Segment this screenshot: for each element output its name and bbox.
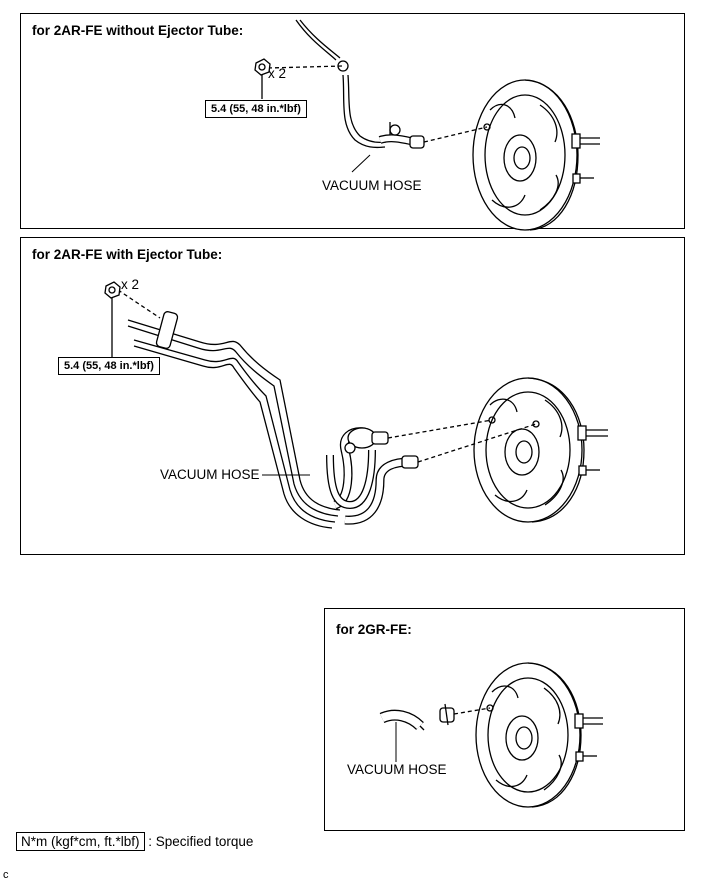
booster-assembly-2 [473,377,608,523]
booster-assembly-3 [475,662,603,808]
panel-title: for 2GR-FE: [336,622,412,637]
panel-2ar-fe-without-ejector: for 2AR-FE without Ejector Tube: x 2 5.4… [20,13,685,229]
booster-assembly-1 [472,79,600,231]
torque-legend: N*m (kgf*cm, ft.*lbf) : Specified torque [16,832,254,851]
vacuum-hose-label: VACUUM HOSE [160,467,260,482]
panel-title: for 2AR-FE with Ejector Tube: [32,247,223,262]
figure-code: c [3,869,9,881]
quantity-label: x 2 [121,277,140,292]
vacuum-hose-2 [117,289,537,529]
nut-icon-1 [254,58,271,99]
vacuum-hose-3 [379,703,491,762]
vacuum-hose-1 [267,19,488,173]
torque-spec: 5.4 (55, 48 in.*lbf) [205,100,307,118]
quantity-label: x 2 [268,66,287,81]
torque-spec: 5.4 (55, 48 in.*lbf) [58,357,160,375]
nut-icon-2 [104,281,121,358]
torque-legend-description: : Specified torque [148,834,254,849]
panel-title: for 2AR-FE without Ejector Tube: [32,23,244,38]
vacuum-hose-label: VACUUM HOSE [347,762,447,777]
vacuum-hose-label: VACUUM HOSE [322,178,422,193]
torque-unit-box: N*m (kgf*cm, ft.*lbf) [16,832,145,851]
